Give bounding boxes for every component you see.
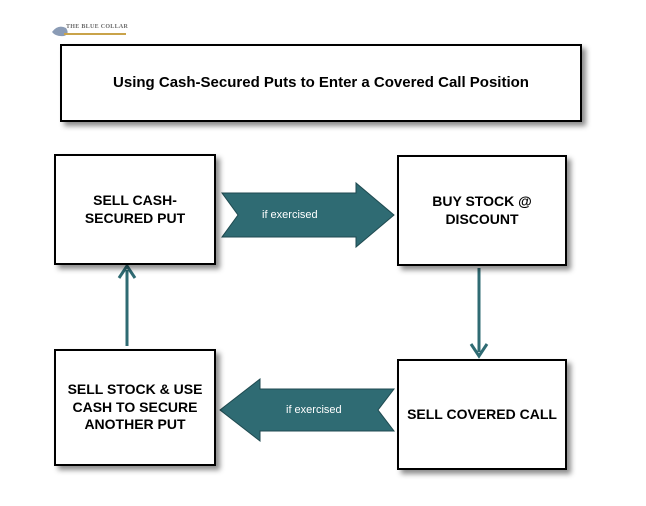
step-label: SELL COVERED CALL — [407, 405, 557, 422]
blue-collar-logo-icon — [52, 26, 126, 37]
arrow-left-if-exercised — [219, 377, 396, 443]
arrow-right-if-exercised — [221, 181, 395, 249]
diagram-title: Using Cash-Secured Puts to Enter a Cover… — [60, 44, 582, 122]
logo-text: THE BLUE COLLAR — [66, 24, 129, 30]
arrow-left-label: if exercised — [286, 404, 342, 416]
step-sell-covered-call: SELL COVERED CALL — [397, 359, 567, 470]
step-label: SELL CASH-SECURED PUT — [84, 192, 186, 226]
diagram-title-text: Using Cash-Secured Puts to Enter a Cover… — [113, 73, 529, 91]
step-sell-stock-secure-another-put: SELL STOCK & USE CASH TO SECURE ANOTHER … — [54, 349, 216, 466]
arrow-up-head — [117, 263, 137, 279]
arrow-down-head — [469, 343, 489, 359]
step-sell-cash-secured-put: SELL CASH-SECURED PUT — [54, 154, 216, 265]
step-label: SELL STOCK & USE CASH TO SECURE ANOTHER … — [67, 381, 203, 433]
step-label: BUY STOCK @ DISCOUNT — [432, 193, 532, 227]
step-buy-stock-at-discount: BUY STOCK @ DISCOUNT — [397, 155, 567, 266]
arrow-right-label: if exercised — [262, 209, 318, 221]
